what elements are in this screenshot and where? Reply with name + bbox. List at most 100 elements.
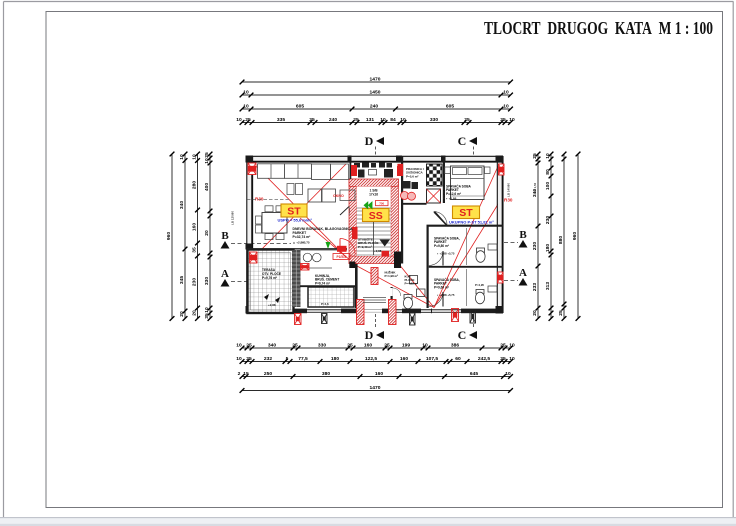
svg-text:180: 180	[331, 356, 339, 362]
svg-text:25: 25	[558, 310, 564, 316]
svg-text:OTV. PLOČE: OTV. PLOČE	[262, 271, 281, 276]
svg-text:25: 25	[246, 342, 252, 348]
svg-text:P=6,74 m²: P=6,74 m²	[315, 281, 330, 285]
svg-text:10: 10	[503, 103, 509, 109]
svg-text:232: 232	[264, 356, 272, 362]
svg-text:25: 25	[464, 117, 470, 123]
svg-text:340: 340	[532, 189, 538, 197]
svg-text:5: 5	[286, 356, 289, 362]
svg-text:1450: 1450	[370, 89, 381, 95]
svg-text:SPAVAĆA SOBA,: SPAVAĆA SOBA,	[434, 236, 460, 241]
svg-text:PARKET: PARKET	[434, 240, 447, 244]
svg-text:330: 330	[318, 342, 326, 348]
svg-text:10: 10	[509, 356, 515, 362]
svg-text:◐ +2,88 +5,75: ◐ +2,88 +5,75	[437, 252, 455, 256]
svg-text:P=9,80 m²: P=9,80 m²	[434, 244, 449, 248]
svg-text:R30: R30	[504, 198, 513, 203]
svg-text:DNEVNI BORAVAK, BLAGOVAONICA,: DNEVNI BORAVAK, BLAGOVAONICA,	[293, 227, 354, 231]
svg-text:240: 240	[329, 117, 337, 123]
svg-text:60: 60	[455, 356, 461, 362]
svg-text:20: 20	[192, 310, 198, 316]
svg-text:C: C	[458, 134, 467, 148]
svg-text:◐ +2,88: ◐ +2,88	[446, 197, 457, 201]
svg-text:960: 960	[166, 232, 172, 240]
svg-text:10: 10	[179, 154, 185, 160]
svg-text:160: 160	[375, 371, 383, 377]
svg-text:PLOČE: PLOČE	[405, 277, 415, 282]
svg-text:D: D	[365, 328, 374, 342]
svg-text:◐ +2,88 +5,75: ◐ +2,88 +5,75	[437, 293, 455, 297]
svg-text:25: 25	[347, 342, 353, 348]
svg-text:25: 25	[204, 152, 210, 158]
svg-text:605: 605	[296, 103, 304, 109]
svg-text:D: D	[365, 134, 374, 148]
svg-text:107,5: 107,5	[426, 356, 439, 362]
svg-text:USPO = 55,6 m/m²: USPO = 55,6 m/m²	[278, 217, 313, 222]
svg-text:10: 10	[236, 117, 242, 123]
svg-text:TERASA: TERASA	[262, 268, 276, 272]
svg-text:25: 25	[384, 342, 390, 348]
svg-text:17x16: 17x16	[369, 192, 378, 196]
svg-text:P=1,98 m²: P=1,98 m²	[385, 274, 399, 278]
svg-text:2: 2	[238, 371, 241, 377]
svg-text:10: 10	[509, 342, 515, 348]
svg-text:UK 1,50: UK 1,50	[533, 182, 537, 193]
svg-text:180: 180	[545, 244, 551, 252]
svg-text:160: 160	[400, 356, 408, 362]
svg-text:C: C	[458, 328, 467, 342]
svg-text:BRUŠ. CEMENT: BRUŠ. CEMENT	[315, 277, 339, 282]
svg-text:233: 233	[532, 283, 538, 291]
svg-text:230: 230	[532, 242, 538, 250]
svg-text:PRAONICA I: PRAONICA I	[406, 167, 424, 171]
svg-text:KUHINJA,: KUHINJA,	[315, 274, 330, 278]
svg-text:230: 230	[545, 216, 551, 224]
svg-text:LB 120/90: LB 120/90	[231, 211, 235, 225]
svg-text:230: 230	[192, 278, 198, 286]
svg-text:SS: SS	[369, 210, 383, 222]
svg-text:160: 160	[364, 342, 372, 348]
svg-text:25: 25	[309, 117, 315, 123]
svg-text:SPAVAĆA SOBA: SPAVAĆA SOBA	[446, 184, 472, 189]
svg-text:84: 84	[390, 117, 396, 123]
svg-text:605: 605	[446, 103, 454, 109]
svg-text:335: 335	[277, 117, 285, 123]
svg-text:ST: ST	[459, 207, 473, 219]
svg-text:LB 140/90: LB 140/90	[507, 183, 511, 197]
svg-text:1 S/B: 1 S/B	[370, 189, 379, 193]
svg-text:645: 645	[470, 371, 478, 377]
svg-text:UKUPNO P-ST 51,81 m²: UKUPNO P-ST 51,81 m²	[449, 219, 494, 224]
svg-text:400: 400	[204, 183, 210, 191]
svg-text:25: 25	[500, 117, 506, 123]
svg-text:+5,75: +5,75	[302, 241, 310, 245]
svg-text:SUŠIONICA: SUŠIONICA	[406, 170, 424, 175]
svg-text:330: 330	[430, 117, 438, 123]
svg-text:750: 750	[379, 201, 384, 205]
svg-text:386: 386	[451, 342, 459, 348]
svg-text:BRUŠ. PLOČE: BRUŠ. PLOČE	[358, 240, 379, 245]
svg-text:10: 10	[503, 89, 509, 95]
svg-text:10: 10	[204, 307, 210, 313]
svg-text:▲ +2,88: ▲ +2,88	[293, 241, 305, 245]
svg-text:PARKET: PARKET	[446, 188, 459, 192]
svg-text:P=5,6 m²: P=5,6 m²	[406, 174, 418, 178]
svg-text:25: 25	[532, 153, 538, 159]
svg-text:SPAVAĆA SOBA,: SPAVAĆA SOBA,	[434, 277, 460, 282]
svg-text:P1/510: P1/510	[336, 255, 346, 259]
svg-text:280: 280	[192, 181, 198, 189]
svg-text:242,5: 242,5	[478, 356, 491, 362]
svg-text:25: 25	[245, 117, 251, 123]
svg-text:TLOCRT DRUGOG KATA M 1 : 10: TLOCRT DRUGOG KATA M 1 : 100	[484, 18, 713, 38]
svg-text:P=4,95: P=4,95	[475, 283, 484, 287]
svg-text:10: 10	[400, 117, 406, 123]
svg-text:10: 10	[236, 342, 242, 348]
svg-text:10: 10	[243, 89, 249, 95]
svg-text:25: 25	[246, 356, 252, 362]
svg-text:A: A	[221, 268, 229, 280]
svg-text:345: 345	[179, 276, 185, 284]
svg-text:100: 100	[545, 182, 551, 190]
svg-text:B: B	[221, 230, 229, 242]
svg-text:340: 340	[268, 342, 276, 348]
svg-text:20: 20	[532, 310, 538, 316]
svg-text:B: B	[519, 229, 527, 241]
svg-text:PARKET: PARKET	[434, 282, 447, 286]
